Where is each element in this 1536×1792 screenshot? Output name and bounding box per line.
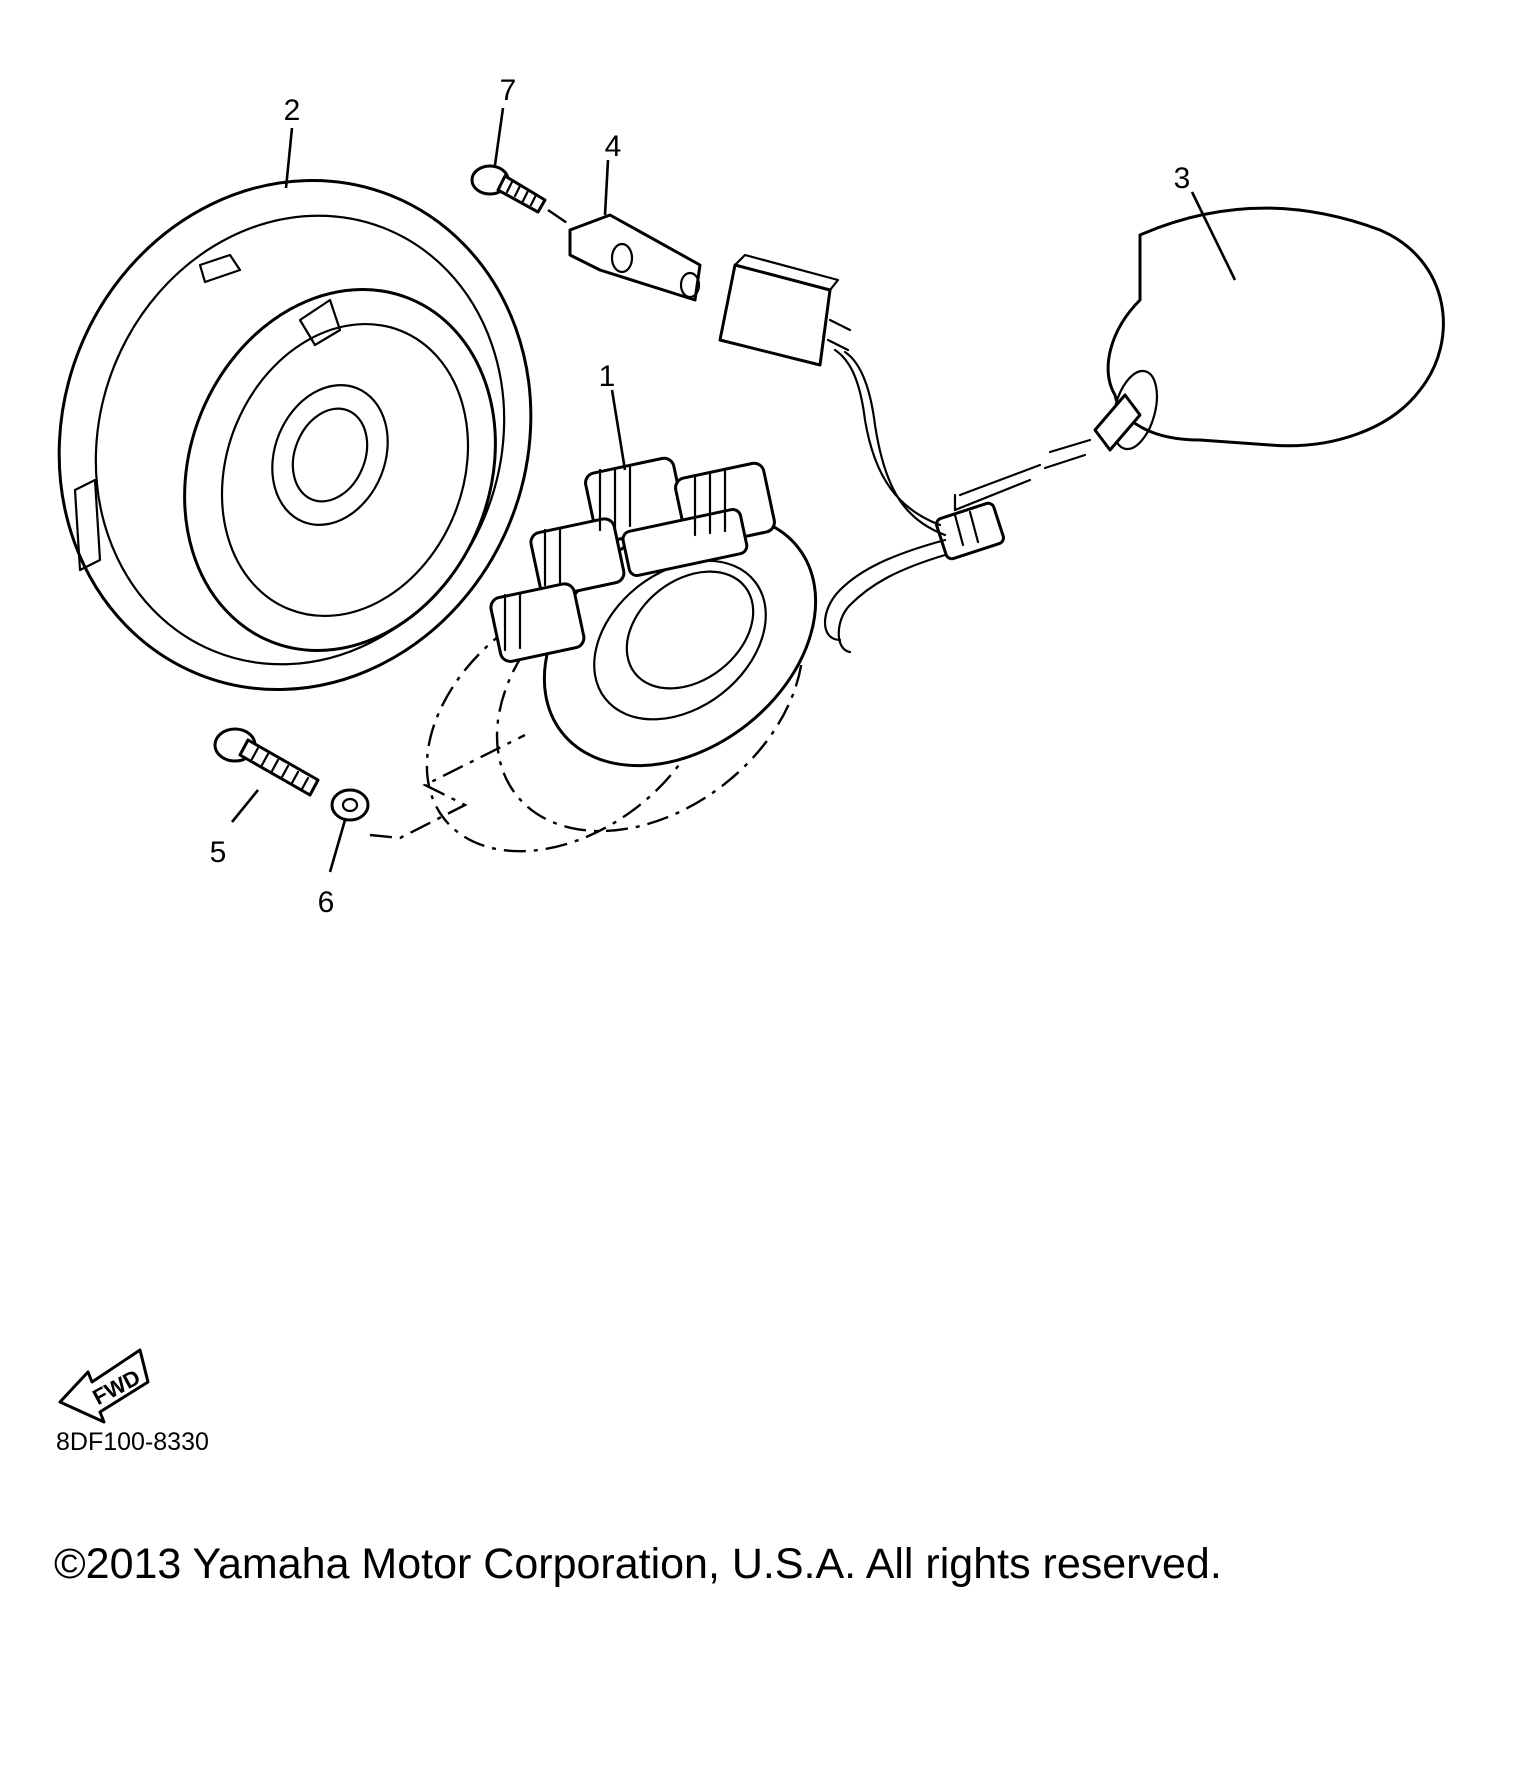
callout-1: 1 [599,360,616,393]
leader-lines [230,107,1237,873]
callout-2: 2 [284,94,301,127]
coupler-connector [718,253,852,367]
clamp-bracket [568,213,702,302]
callout-6: 6 [318,886,335,919]
callout-4: 4 [605,130,622,163]
bolt-part-5 [213,727,320,797]
callout-5: 5 [210,836,227,869]
screw-part-7 [470,164,571,226]
callout-3: 3 [1174,162,1191,195]
forward-direction-arrow: FWD [58,1348,150,1424]
copyright-notice: ©2013 Yamaha Motor Corporation, U.S.A. A… [54,1540,1222,1588]
diagram-code: 8DF100-8330 [56,1428,209,1456]
rotor-flywheel [57,178,533,692]
stator-assembly [425,456,818,853]
pickup-coil [824,206,1445,654]
callout-7: 7 [500,74,517,107]
washer-part-6 [330,733,526,840]
